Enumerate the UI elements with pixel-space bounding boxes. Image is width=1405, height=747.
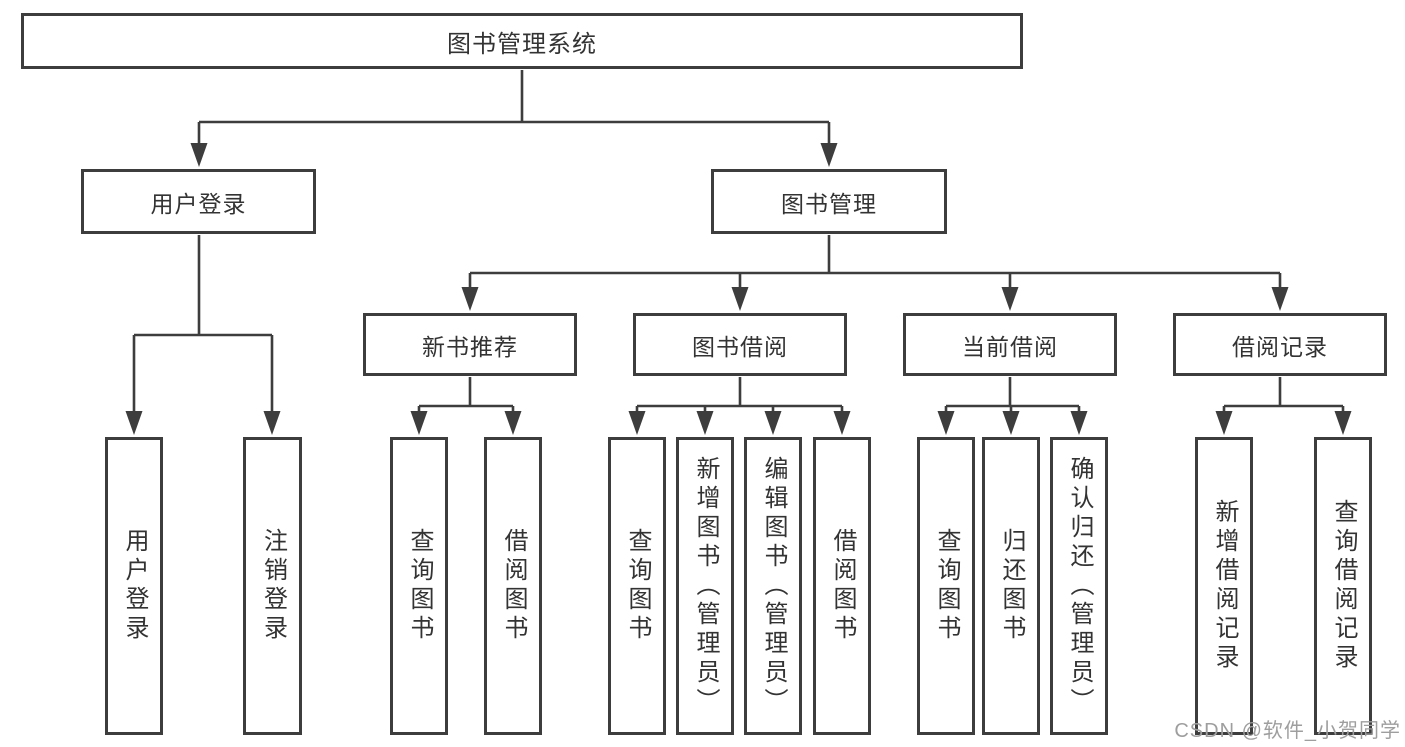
node-label: 查询图书 — [406, 528, 433, 644]
node-label: 用户登录 — [121, 528, 148, 644]
leaf-query-books-current: 查询图书 — [917, 437, 975, 735]
node-label: 确认归还（管理员） — [1066, 455, 1093, 717]
node-label: 编辑图书（管理员） — [760, 455, 787, 717]
leaf-logout: 注销登录 — [243, 437, 302, 735]
leaf-add-books-admin: 新增图书（管理员） — [676, 437, 734, 735]
leaf-borrow-books: 借阅图书 — [813, 437, 871, 735]
csdn-watermark: CSDN @软件_小贺同学 — [1174, 720, 1401, 742]
leaf-return-books: 归还图书 — [982, 437, 1040, 735]
node-label: 注销登录 — [259, 528, 287, 644]
node-label: 查询借阅记录 — [1330, 499, 1357, 673]
node-label: 新增图书（管理员） — [692, 455, 719, 717]
leaf-user-login: 用户登录 — [105, 437, 163, 735]
node-book-borrowing: 图书借阅 — [633, 313, 847, 376]
node-label: 用户登录 — [150, 190, 247, 217]
leaf-query-books-recommend: 查询图书 — [390, 437, 448, 735]
leaf-query-borrow-record: 查询借阅记录 — [1314, 437, 1372, 735]
node-label: 借阅记录 — [1232, 333, 1328, 360]
node-label: 当前借阅 — [962, 333, 1058, 360]
node-borrowing-records: 借阅记录 — [1173, 313, 1387, 376]
node-new-book-recommendation: 新书推荐 — [363, 313, 577, 376]
node-label: 新增借阅记录 — [1211, 499, 1238, 673]
node-label: 图书管理 — [781, 190, 877, 217]
node-label: 新书推荐 — [422, 333, 518, 360]
node-root-library-management-system: 图书管理系统 — [21, 13, 1023, 69]
node-label: 查询图书 — [624, 528, 651, 644]
node-label: 归还图书 — [998, 528, 1025, 644]
leaf-query-books-borrowing: 查询图书 — [608, 437, 666, 735]
node-label: 借阅图书 — [829, 528, 856, 644]
node-label: 图书借阅 — [692, 333, 788, 360]
leaf-borrow-books-recommend: 借阅图书 — [484, 437, 542, 735]
leaf-confirm-return-admin: 确认归还（管理员） — [1050, 437, 1108, 735]
node-current-borrowing: 当前借阅 — [903, 313, 1117, 376]
node-label: 图书管理系统 — [447, 30, 597, 58]
node-label: 借阅图书 — [500, 528, 527, 644]
node-label: 查询图书 — [933, 528, 960, 644]
leaf-add-borrow-record: 新增借阅记录 — [1195, 437, 1253, 735]
node-book-management-branch: 图书管理 — [711, 169, 947, 234]
leaf-edit-books-admin: 编辑图书（管理员） — [744, 437, 802, 735]
node-user-login-branch: 用户登录 — [81, 169, 316, 234]
